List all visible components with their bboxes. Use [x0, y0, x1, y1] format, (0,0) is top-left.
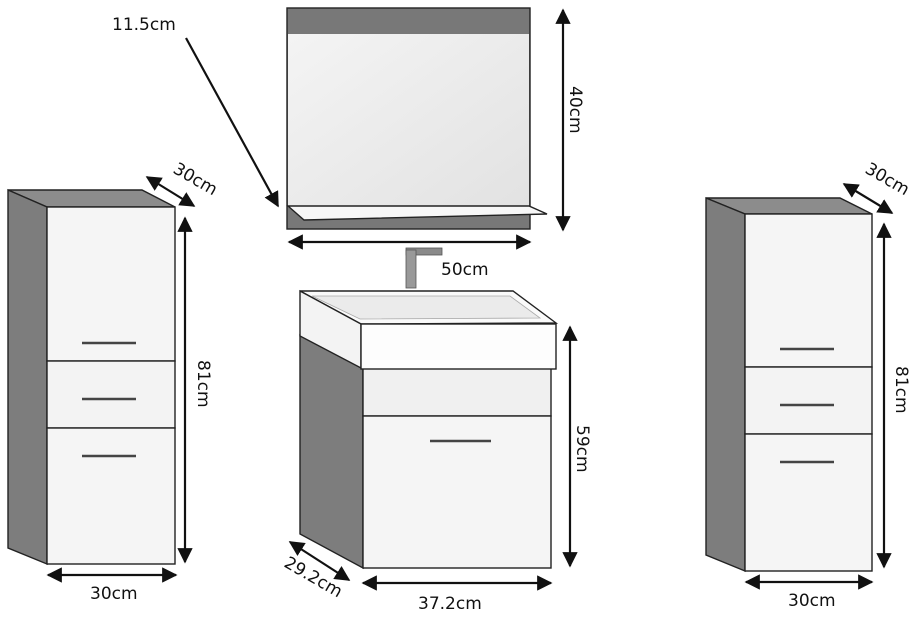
left-tall-cabinet — [7, 188, 176, 566]
vanity-upper-panel — [362, 367, 552, 417]
left-cabinet-drawer — [46, 360, 176, 429]
vanity-depth-arrow — [288, 541, 351, 581]
left-depth-arrow — [145, 176, 196, 207]
right-cabinet-drawer — [744, 366, 873, 435]
left-cabinet-side — [7, 188, 48, 566]
vanity-width-label: 37.2cm — [418, 594, 482, 614]
mirror-width-label: 50cm — [441, 260, 489, 280]
shelf-depth-arrow — [185, 37, 279, 208]
right-height-label: 81cm — [891, 366, 911, 414]
vanity-side — [299, 333, 364, 570]
basin-bowl — [311, 295, 542, 320]
right-width-label: 30cm — [788, 591, 836, 611]
left-height-label: 81cm — [193, 360, 213, 408]
right-depth-arrow — [842, 183, 894, 214]
shelf-depth-label: 11.5cm — [112, 15, 176, 35]
mirror — [286, 7, 548, 230]
mirror-glass — [288, 34, 529, 206]
right-cabinet-lower-door — [744, 433, 873, 572]
right-cabinet-upper-door — [744, 213, 873, 368]
left-cabinet-lower-door — [46, 427, 176, 565]
mirror-dimensions: 11.5cm 40cm 50cm — [112, 8, 585, 280]
left-cabinet-upper-door — [46, 206, 176, 362]
vanity-depth-label: 29.2cm — [281, 553, 346, 602]
faucet-body — [405, 249, 417, 289]
vanity-drawer — [362, 415, 552, 569]
left-depth-label: 30cm — [170, 159, 221, 200]
right-cabinet-side — [705, 196, 746, 573]
right-depth-label: 30cm — [862, 159, 913, 200]
basin-front — [360, 323, 557, 370]
mirror-shelf — [286, 205, 548, 221]
right-tall-cabinet — [705, 196, 873, 573]
vanity-height-label: 59cm — [572, 425, 592, 473]
mirror-height-label: 40cm — [565, 86, 585, 134]
vanity-unit — [299, 247, 559, 570]
left-width-label: 30cm — [90, 584, 138, 604]
